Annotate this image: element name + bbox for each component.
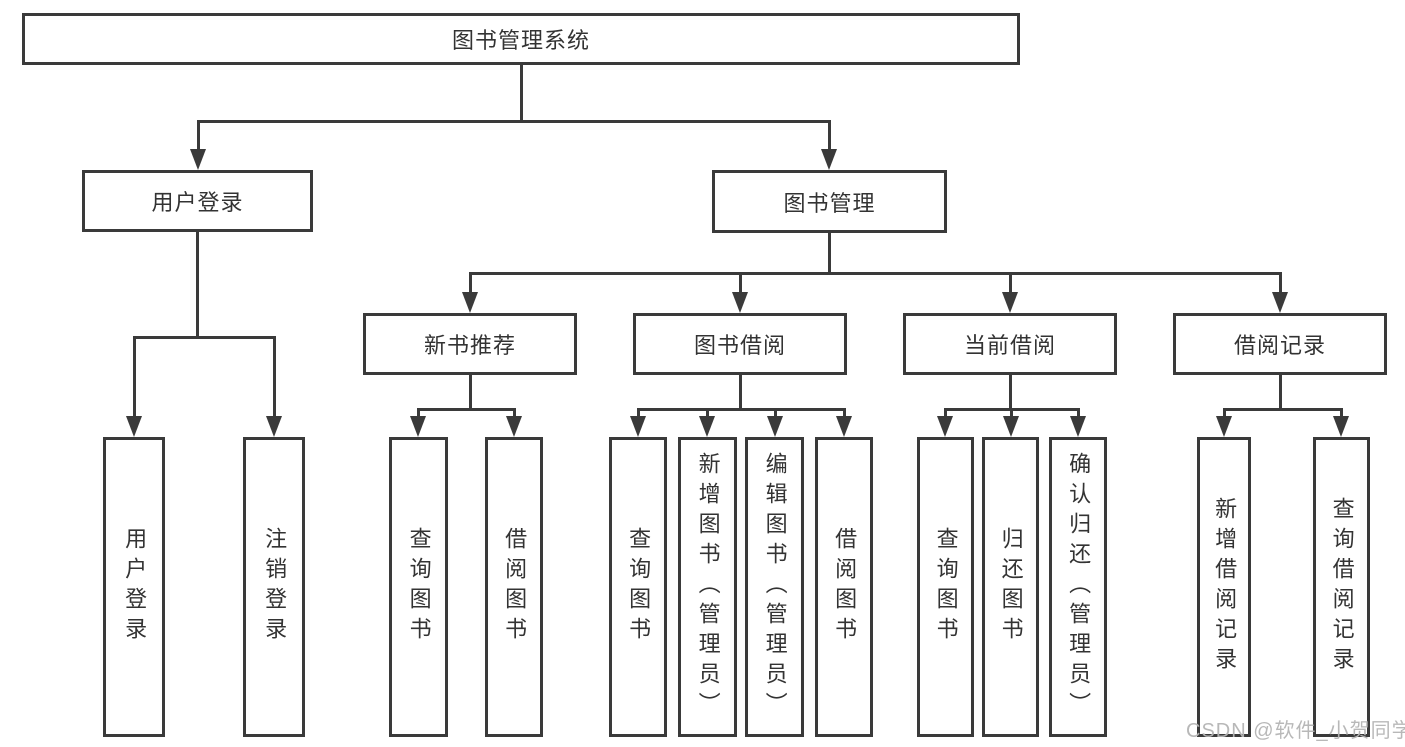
current-borrow-to-leaves-arrowhead-1 [1003,416,1019,437]
book-borrow-to-leaves-drop-0 [636,408,640,418]
leaf-borrow-book-borrowing: 借阅图书 [815,437,873,737]
node-book-management: 图书管理 [712,170,947,233]
leaf-add-book-admin: 新增图书（管理员） [678,437,737,737]
book-mgmt-to-level3-drop-2 [1008,272,1012,294]
leaf-add-borrow-record: 新增借阅记录 [1197,437,1251,737]
leaf-query-borrow-record-label: 查询借阅记录 [1329,497,1355,677]
node-library-system-label: 图书管理系统 [451,28,590,53]
node-book-borrowing: 图书借阅 [633,313,847,375]
node-new-book-recommend-label: 新书推荐 [423,333,516,358]
leaf-query-book-borrowing-label: 查询图书 [626,527,652,647]
root-to-level2-branch [196,120,831,123]
borrow-record-to-leaves-stem [1278,375,1282,408]
new-book-to-leaves-arrowhead-1 [506,416,522,437]
book-mgmt-to-level3-drop-1 [738,272,742,294]
leaf-query-book-current: 查询图书 [917,437,974,737]
book-mgmt-to-level3-stem [827,233,831,272]
leaf-user-login-label: 用户登录 [122,527,148,647]
leaf-logout: 注销登录 [243,437,305,737]
book-mgmt-to-level3-arrowhead-3 [1272,292,1288,313]
user-login-to-leaves-branch [132,336,276,339]
user-login-to-leaves-drop-1 [272,336,276,418]
leaf-logout-label: 注销登录 [262,527,288,647]
new-book-to-leaves-drop-1 [512,408,516,418]
leaf-query-book-current-label: 查询图书 [933,527,959,647]
new-book-to-leaves-arrowhead-0 [410,416,426,437]
leaf-borrow-book-recommend-label: 借阅图书 [502,527,528,647]
book-borrow-to-leaves-arrowhead-0 [630,416,646,437]
current-borrow-to-leaves-arrowhead-2 [1070,416,1086,437]
new-book-to-leaves-stem [468,375,472,408]
leaf-query-book-recommend: 查询图书 [389,437,448,737]
root-to-level2-stem [519,65,523,120]
node-library-system: 图书管理系统 [22,13,1020,65]
leaf-return-book-label: 归还图书 [998,527,1024,647]
book-borrow-to-leaves-drop-3 [842,408,846,418]
book-mgmt-to-level3-drop-3 [1278,272,1282,294]
book-mgmt-to-level3-arrowhead-2 [1002,292,1018,313]
book-borrow-to-leaves-arrowhead-3 [836,416,852,437]
book-mgmt-to-level3-arrowhead-1 [732,292,748,313]
book-borrow-to-leaves-branch [636,408,846,411]
user-login-to-leaves-drop-0 [132,336,136,418]
leaf-borrow-book-borrowing-label: 借阅图书 [832,527,858,647]
book-mgmt-to-level3-drop-0 [468,272,472,294]
root-to-level2-arrowhead-0 [190,149,206,170]
new-book-to-leaves-drop-0 [416,408,420,418]
current-borrow-to-leaves-drop-1 [1009,408,1013,418]
node-current-borrowing-label: 当前借阅 [963,333,1056,358]
book-borrow-to-leaves-arrowhead-2 [767,416,783,437]
current-borrow-to-leaves-arrowhead-0 [937,416,953,437]
book-borrow-to-leaves-stem [738,375,742,408]
root-to-level2-arrowhead-1 [821,149,837,170]
current-borrow-to-leaves-drop-2 [1076,408,1080,418]
leaf-edit-book-admin: 编辑图书（管理员） [745,437,804,737]
node-new-book-recommend: 新书推荐 [363,313,577,375]
root-to-level2-drop-1 [827,120,831,151]
node-user-login-label: 用户登录 [151,190,244,215]
leaf-query-book-borrowing: 查询图书 [609,437,667,737]
leaf-query-borrow-record: 查询借阅记录 [1313,437,1370,737]
node-current-borrowing: 当前借阅 [903,313,1117,375]
book-borrow-to-leaves-drop-2 [773,408,777,418]
borrow-record-to-leaves-drop-1 [1339,408,1343,418]
leaf-borrow-book-recommend: 借阅图书 [485,437,543,737]
borrow-record-to-leaves-branch [1222,408,1343,411]
root-to-level2-drop-0 [196,120,200,151]
leaf-user-login: 用户登录 [103,437,165,737]
leaf-confirm-return-admin: 确认归还（管理员） [1049,437,1107,737]
node-book-management-label: 图书管理 [783,190,876,216]
current-borrow-to-leaves-stem [1008,375,1012,408]
leaf-add-borrow-record-label: 新增借阅记录 [1212,497,1238,677]
borrow-record-to-leaves-arrowhead-0 [1216,416,1232,437]
leaf-query-book-recommend-label: 查询图书 [406,527,432,647]
user-login-to-leaves-arrowhead-1 [266,416,282,437]
book-borrow-to-leaves-drop-1 [705,408,709,418]
leaf-return-book: 归还图书 [982,437,1039,737]
user-login-to-leaves-arrowhead-0 [126,416,142,437]
node-borrowing-records-label: 借阅记录 [1233,333,1326,358]
current-borrow-to-leaves-drop-0 [943,408,947,418]
node-user-login: 用户登录 [82,170,313,232]
user-login-to-leaves-stem [195,232,199,336]
borrow-record-to-leaves-drop-0 [1222,408,1226,418]
node-book-borrowing-label: 图书借阅 [693,333,786,358]
book-borrow-to-leaves-arrowhead-1 [699,416,715,437]
csdn-watermark: CSDN @软件_小贺同学 [1186,720,1405,742]
leaf-confirm-return-admin-label: 确认归还（管理员） [1066,452,1092,722]
node-borrowing-records: 借阅记录 [1173,313,1387,375]
leaf-edit-book-admin-label: 编辑图书（管理员） [762,452,788,722]
borrow-record-to-leaves-arrowhead-1 [1333,416,1349,437]
book-mgmt-to-level3-arrowhead-0 [462,292,478,313]
book-mgmt-to-level3-branch [468,272,1282,275]
new-book-to-leaves-branch [416,408,516,411]
leaf-add-book-admin-label: 新增图书（管理员） [695,452,721,722]
